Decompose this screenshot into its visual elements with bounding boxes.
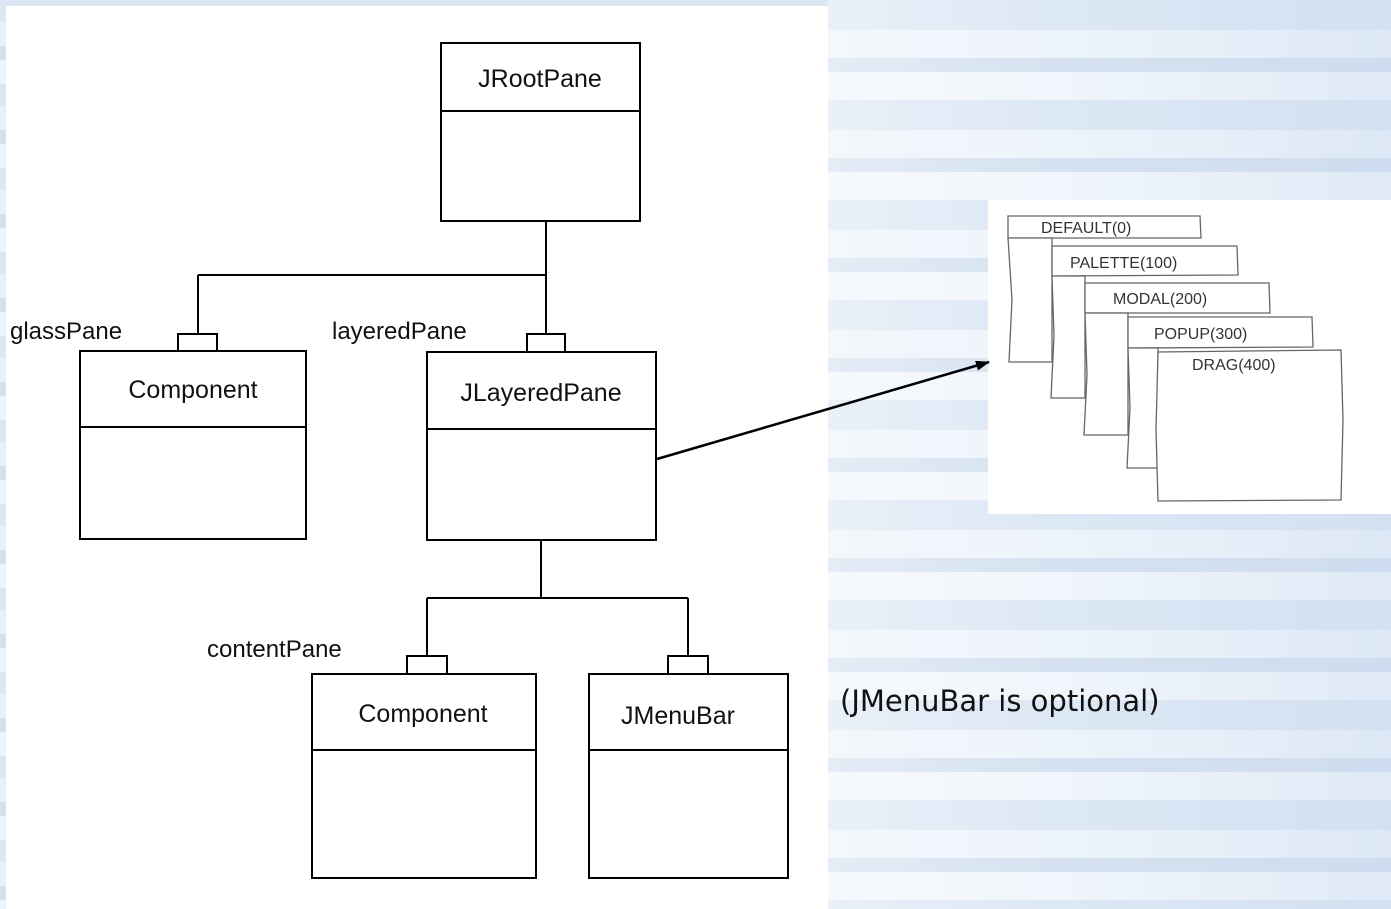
connector-lines [197,221,689,656]
class-name-content-component: Component [358,700,487,728]
role-label-contentpane: contentPane [207,636,342,663]
pointer-arrow [656,360,990,461]
layer-modal: MODAL(200) [1083,282,1271,436]
layer-label-modal: MODAL(200) [1113,291,1207,308]
layer-label-popup: POPUP(300) [1154,326,1247,343]
role-label-glasspane: glassPane [10,318,122,345]
class-name-jmenubar: JMenuBar [621,702,735,730]
menubar-optional-note: (JMenuBar is optional) [840,684,1160,718]
layer-label-palette: PALETTE(100) [1070,255,1177,272]
layer-palette: PALETTE(100) [1050,245,1239,399]
class-jlayeredpane: JLayeredPane layeredPane [332,318,657,541]
role-label-layeredpane: layeredPane [332,318,467,345]
layer-drag: DRAG(400) [1155,349,1344,502]
layer-label-default: DEFAULT(0) [1041,220,1131,237]
class-jrootpane: JRootPane [440,42,641,222]
layer-label-drag: DRAG(400) [1192,357,1276,374]
layer-default: DEFAULT(0) [1007,215,1202,363]
class-glass-component: Component glassPane [10,318,307,540]
class-name-jlayeredpane: JLayeredPane [460,379,621,407]
class-content-component: Component contentPane [207,636,537,879]
class-name-jrootpane: JRootPane [478,65,602,93]
layer-popup: POPUP(300) [1126,316,1314,469]
class-name-glass-component: Component [128,376,257,404]
class-jmenubar: JMenuBar [588,655,789,879]
